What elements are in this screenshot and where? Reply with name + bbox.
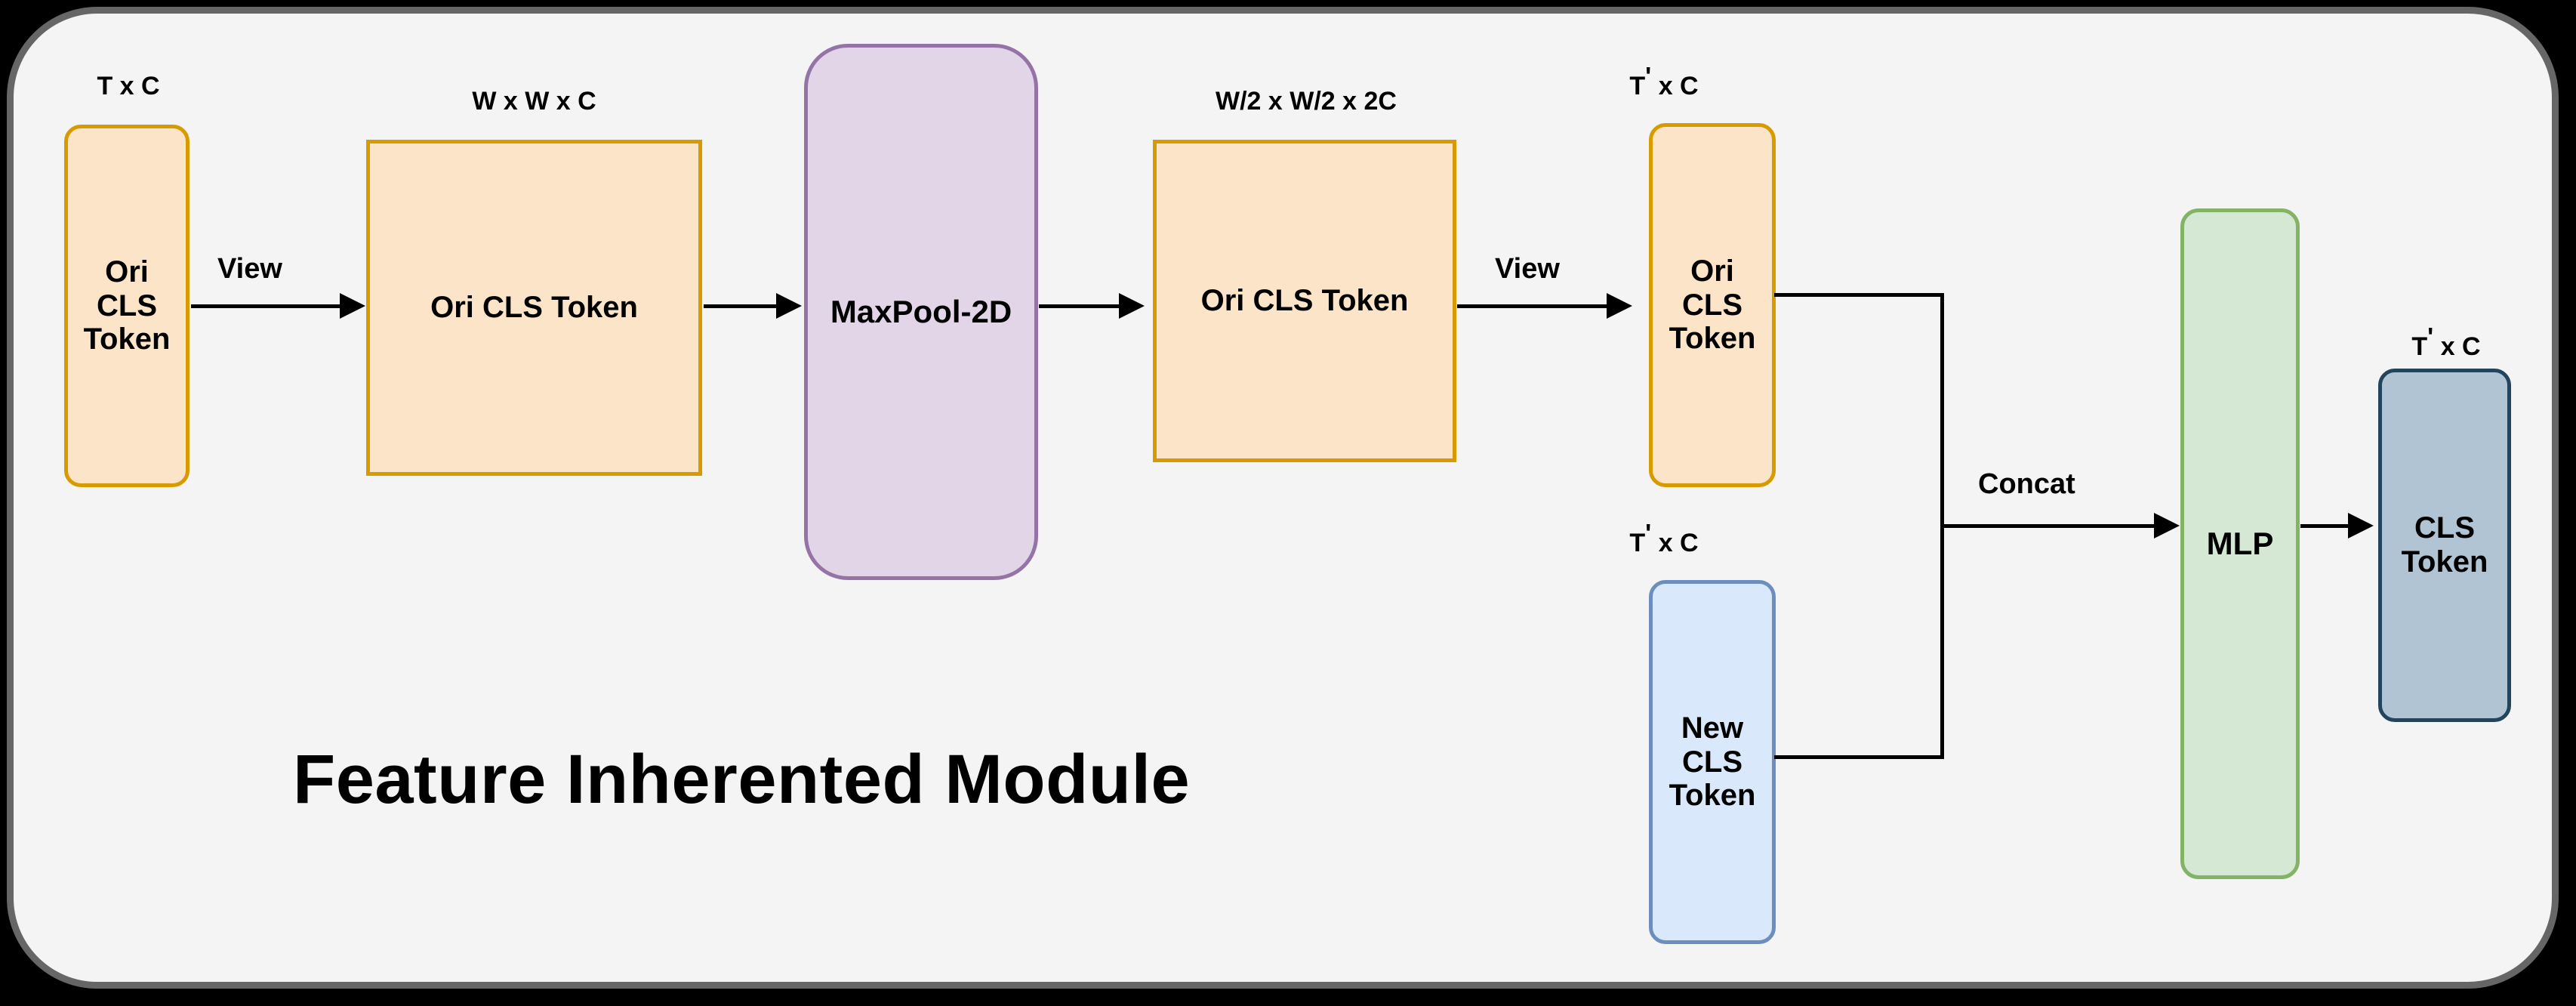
dim-prime: ' <box>2427 322 2434 352</box>
edge-label-view-2: View <box>1495 253 1560 285</box>
edge-mlp-to-output-line <box>2300 524 2350 528</box>
node-label: MaxPool-2D <box>830 294 1012 330</box>
edge-merge-top-line <box>1774 293 1943 297</box>
node-label-line1: Ori <box>105 255 149 289</box>
edge-view-2-arrowhead <box>1607 293 1632 319</box>
edge-view-2-line <box>1457 304 1608 308</box>
edge-label-view-1: View <box>217 253 282 285</box>
node-ori-cls-token-input[interactable]: Ori CLS Token <box>64 125 190 487</box>
dim-label-w-x-w-x-c: W x W x C <box>472 87 596 116</box>
dim-label-tprime-x-c-bottom: T' x C <box>1604 521 1724 558</box>
node-label-line2: CLS <box>1682 745 1742 779</box>
dim-prime: ' <box>1645 519 1652 548</box>
edge-from-maxpool-arrowhead <box>1119 293 1145 319</box>
node-label-line3: Token <box>83 322 171 356</box>
dim-suffix: x C <box>1651 529 1699 557</box>
edge-view-1-arrowhead <box>340 293 365 319</box>
dim-label-t-x-c: T x C <box>97 72 160 100</box>
node-label-line2: CLS <box>1682 288 1742 322</box>
edge-view-1-line <box>191 304 342 308</box>
dim-t: T <box>1629 72 1646 100</box>
dim-suffix: x C <box>1651 72 1699 100</box>
edge-concat-arrowhead <box>2154 513 2180 538</box>
node-new-cls-token[interactable]: New CLS Token <box>1649 580 1776 944</box>
dim-t: T <box>2411 332 2428 361</box>
edge-concat-line <box>1940 524 2159 528</box>
node-label-line1: New <box>1681 711 1744 745</box>
node-ori-cls-token-reshaped[interactable]: Ori CLS Token <box>366 140 702 476</box>
node-ori-cls-token-pooled[interactable]: Ori CLS Token <box>1153 140 1456 462</box>
node-label-line1: Ori <box>1690 254 1734 288</box>
node-label-line2: CLS <box>97 289 157 322</box>
node-mlp[interactable]: MLP <box>2180 208 2300 879</box>
node-label-line3: Token <box>1669 779 1756 813</box>
node-label: MLP <box>2206 526 2274 562</box>
dim-label-w2-x-w2-x-2c: W/2 x W/2 x 2C <box>1216 87 1397 116</box>
node-ori-cls-token-flattened[interactable]: Ori CLS Token <box>1649 123 1776 487</box>
node-label-line3: Token <box>1669 322 1756 356</box>
node-label-line1: CLS <box>2414 511 2475 545</box>
node-cls-token-output[interactable]: CLS Token <box>2378 369 2511 722</box>
dim-label-tprime-x-c-output: T' x C <box>2386 325 2507 362</box>
edge-to-maxpool-arrowhead <box>776 293 802 319</box>
dim-suffix: x C <box>2433 332 2481 361</box>
node-label: Ori CLS Token <box>1200 284 1409 318</box>
edge-merge-bottom-line <box>1774 755 1943 759</box>
dim-prime: ' <box>1645 62 1652 91</box>
edge-from-maxpool-line <box>1039 304 1122 308</box>
node-maxpool-2d[interactable]: MaxPool-2D <box>804 44 1038 580</box>
edge-mlp-to-output-arrowhead <box>2348 513 2374 538</box>
dim-label-tprime-x-c-top: T' x C <box>1604 64 1724 101</box>
module-title: Feature Inherented Module <box>293 741 1191 818</box>
edge-label-concat: Concat <box>1978 468 2075 500</box>
edge-to-maxpool-line <box>704 304 779 308</box>
node-label-line2: Token <box>2401 545 2488 579</box>
node-label: Ori CLS Token <box>430 291 638 325</box>
dim-t: T <box>1629 529 1646 557</box>
